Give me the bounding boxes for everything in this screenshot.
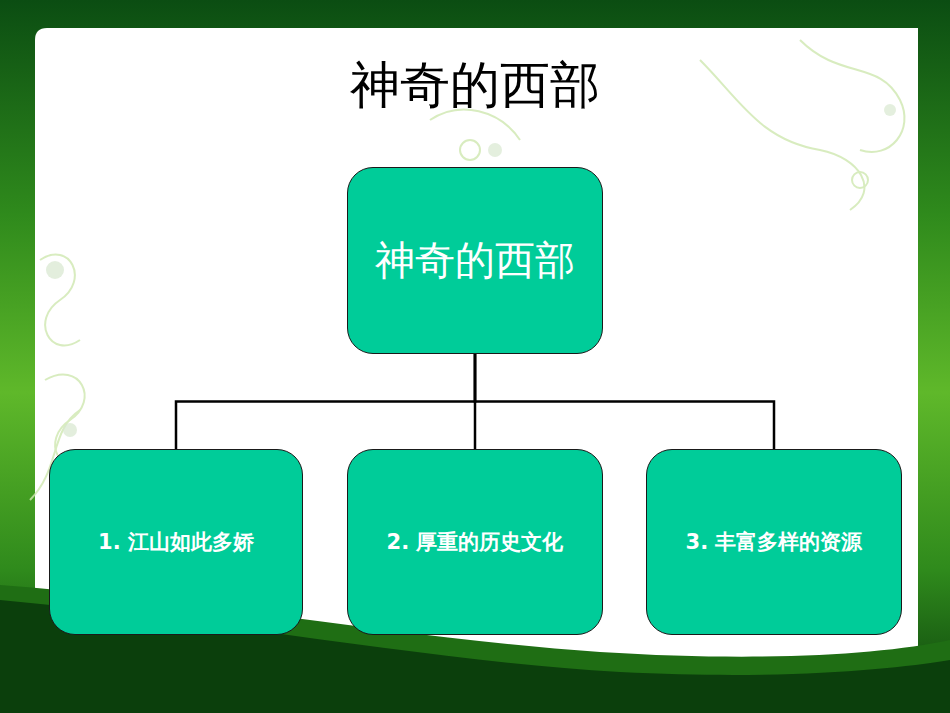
box-label: 3. 丰富多样的资源 xyxy=(686,528,863,556)
box-label: 1. 江山如此多娇 xyxy=(98,528,254,556)
slide-title: 神奇的西部 xyxy=(0,52,950,119)
topic-box: 3. 丰富多样的资源 xyxy=(646,449,902,635)
tree-connector xyxy=(176,354,475,449)
root-box: 神奇的西部 xyxy=(347,167,603,354)
topic-box: 2. 厚重的历史文化 xyxy=(347,449,603,635)
box-label: 2. 厚重的历史文化 xyxy=(387,528,564,556)
white-panel xyxy=(35,28,918,660)
flower-ornament xyxy=(46,104,896,437)
box-label: 神奇的西部 xyxy=(375,233,575,288)
topic-box: 1. 江山如此多娇 xyxy=(49,449,303,635)
tree-connector xyxy=(475,354,774,449)
